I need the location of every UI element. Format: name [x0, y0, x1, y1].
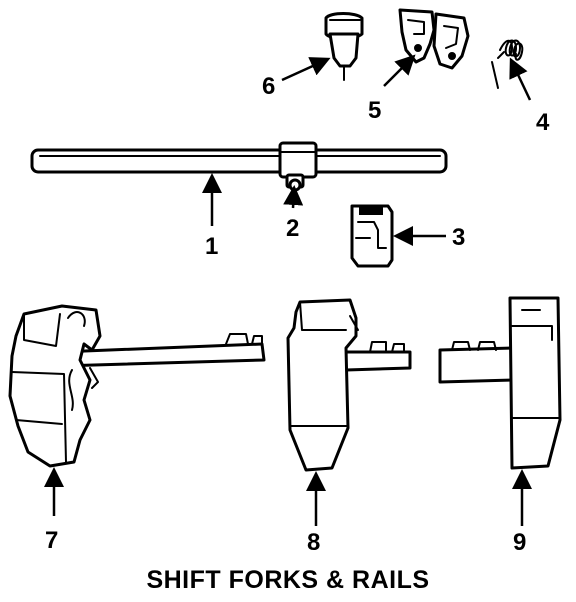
callout-2: 2: [286, 215, 299, 242]
spring-part: [491, 39, 524, 89]
callout-6: 6: [262, 73, 275, 100]
leader-6: [281, 57, 331, 82]
diagram-caption: SHIFT FORKS & RAILS: [146, 566, 430, 594]
shift-fork-right-part: [438, 296, 562, 470]
callout-9: 9: [513, 529, 526, 556]
callout-4: 4: [536, 109, 550, 136]
callout-8: 8: [307, 529, 320, 556]
callout-1: 1: [205, 233, 218, 260]
plunger-cap-part: [324, 12, 364, 81]
detent-block-part: [350, 204, 394, 268]
leader-lines: [44, 54, 532, 526]
shift-fork-middle-part: [286, 298, 412, 472]
leader-5: [383, 54, 416, 87]
interlock-plate-part: [398, 8, 470, 70]
callout-7: 7: [45, 527, 58, 554]
shift-rail-part: [30, 148, 448, 174]
leader-2: [283, 185, 304, 209]
callout-3: 3: [452, 224, 465, 251]
callout-5: 5: [368, 97, 381, 124]
shift-fork-left-part: [8, 304, 266, 468]
rail-collar-part: [278, 141, 318, 192]
leader-4: [509, 57, 532, 101]
